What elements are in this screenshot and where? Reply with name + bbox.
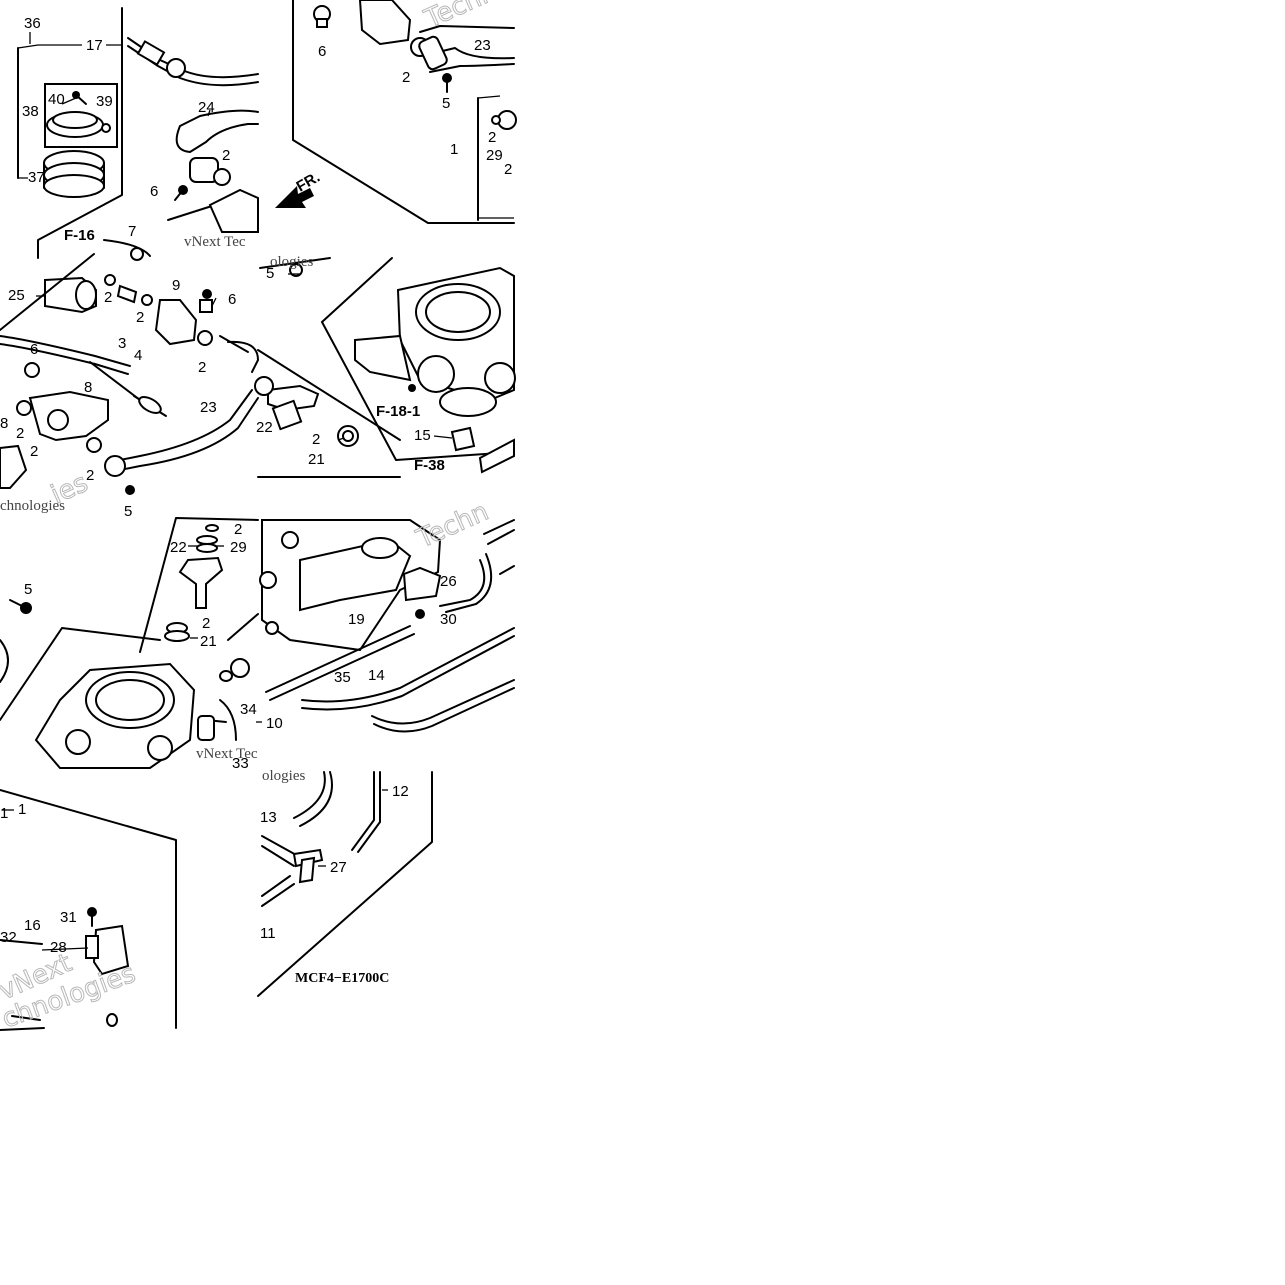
callout-label: 6 xyxy=(30,341,38,358)
callout-label: 2 xyxy=(402,69,410,86)
callout-label: 10 xyxy=(266,715,283,732)
callout-label: 13 xyxy=(260,809,277,826)
callout-label: 17 xyxy=(86,37,103,54)
callout-label: 14 xyxy=(368,667,385,684)
callout-label: 26 xyxy=(440,573,457,590)
callout-label: 34 xyxy=(240,701,257,718)
watermark-text: chnologies xyxy=(0,498,65,514)
callout-label: 2 xyxy=(222,147,230,164)
callout-label: 2 xyxy=(234,521,242,538)
diagram-tile-intake-manifold xyxy=(259,519,515,733)
watermark-text: vNext Tec xyxy=(184,234,246,250)
callout-label: 32 xyxy=(0,929,17,946)
callout-label: 6 xyxy=(318,43,326,60)
watermark-text: vNext Tec xyxy=(196,746,258,762)
callout-label: 33 xyxy=(232,755,249,772)
diagram-tile-map-sensor xyxy=(0,789,177,1031)
callout-label: 15 xyxy=(414,427,431,444)
callout-label: 2 xyxy=(30,443,38,460)
callout-label: 37 xyxy=(28,169,45,186)
callout-label: 5 xyxy=(124,503,132,520)
callout-label: 36 xyxy=(24,15,41,32)
callout-label: 30 xyxy=(440,611,457,628)
callout-label: 29 xyxy=(486,147,503,164)
callout-label: 2 xyxy=(16,425,24,442)
callout-label: 8 xyxy=(84,379,92,396)
fr-label: FR. xyxy=(294,169,323,196)
callout-label: 1 xyxy=(18,801,26,818)
callout-label: 1 xyxy=(0,805,8,822)
callout-label: 4 xyxy=(134,347,142,364)
callout-label: 27 xyxy=(330,859,347,876)
watermark-text: ologies xyxy=(270,254,313,270)
callout-label: 28 xyxy=(50,939,67,956)
callout-label: 12 xyxy=(392,783,409,800)
diagram-tile-throttle-body-rear xyxy=(254,257,516,478)
callout-label: 23 xyxy=(474,37,491,54)
callout-label: 24 xyxy=(198,99,215,116)
reference-label: F-38 xyxy=(414,457,445,474)
callout-label: 21 xyxy=(200,633,217,650)
callout-label: 25 xyxy=(8,287,25,304)
callout-label: 19 xyxy=(348,611,365,628)
callout-label: 35 xyxy=(334,669,351,686)
callout-label: 40 xyxy=(48,91,65,108)
callout-label: 31 xyxy=(60,909,77,926)
watermark-text: ologies xyxy=(262,768,305,784)
callout-label: 38 xyxy=(22,103,39,120)
callout-label: 2 xyxy=(504,161,512,178)
part-code: MCF4−E1700C xyxy=(295,971,389,986)
callout-label: 1 xyxy=(450,141,458,158)
diagram-tile-intake-joint xyxy=(17,7,259,261)
callout-label: 29 xyxy=(230,539,247,556)
diagram-tile-rear-injector xyxy=(275,0,517,224)
callout-label: 9 xyxy=(172,277,180,294)
callout-label: 6 xyxy=(228,291,236,308)
callout-label: 23 xyxy=(200,399,217,416)
callout-label: 5 xyxy=(24,581,32,598)
callout-label: 2 xyxy=(104,289,112,306)
callout-label: 2 xyxy=(202,615,210,632)
watermark-text: Techn xyxy=(412,497,493,555)
callout-label: 21 xyxy=(308,451,325,468)
callout-label: 2 xyxy=(312,431,320,448)
callout-label: 11 xyxy=(260,925,276,942)
diagram-tile-fuel-rail xyxy=(0,253,259,495)
callout-label: 16 xyxy=(24,917,41,934)
callout-label: 5 xyxy=(442,95,450,112)
callout-label: 7 xyxy=(128,223,136,240)
callout-label: 2 xyxy=(488,129,496,146)
callout-label: 2 xyxy=(136,309,144,326)
reference-label: F-16 xyxy=(64,227,95,244)
diagram-tile-throttle-body-front xyxy=(0,517,259,769)
callout-label: 39 xyxy=(96,93,113,110)
callout-label: 6 xyxy=(150,183,158,200)
callout-label: 2 xyxy=(198,359,206,376)
watermark-text: Techno xyxy=(420,0,516,35)
callout-label: 2 xyxy=(86,467,94,484)
callout-label: 8 xyxy=(0,415,8,432)
leader-lines xyxy=(2,32,453,951)
diagram-tile-vacuum-tubes xyxy=(257,771,433,997)
callout-label: 22 xyxy=(256,419,273,436)
callout-label: 22 xyxy=(170,539,187,556)
callout-label: 3 xyxy=(118,335,126,352)
reference-label: F-18-1 xyxy=(376,403,420,420)
callout-label: 5 xyxy=(266,265,274,282)
callout-labels: 36 17 38 40 39 37 24 2 6 F-16 7 6 23 2 5… xyxy=(0,15,512,956)
